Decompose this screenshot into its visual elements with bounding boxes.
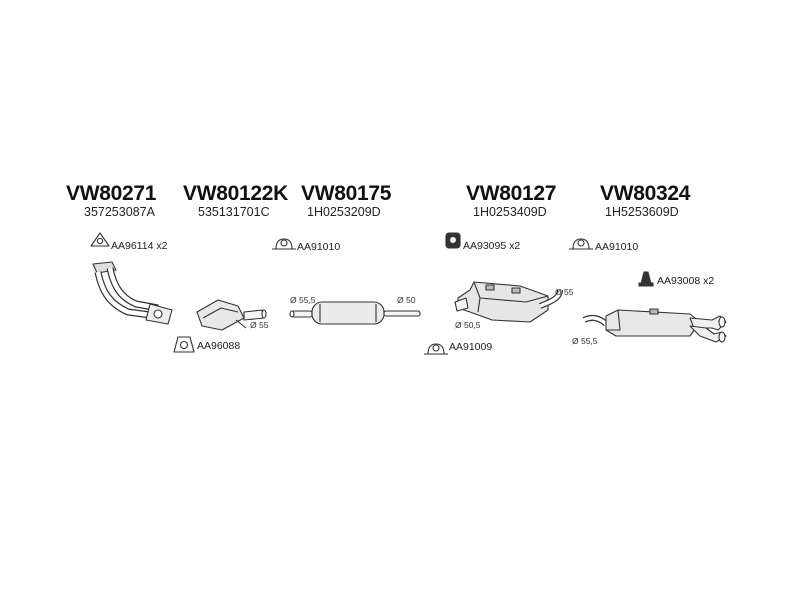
label-gasket-1: AA96114 x2	[111, 240, 168, 252]
rubber-mount-icon	[445, 232, 461, 249]
kit-oem-3: 1H0253209D	[307, 205, 381, 219]
kit-code-3: VW80175	[301, 182, 392, 205]
dim-mid-out: Ø 50	[397, 295, 416, 305]
label-clamp-3: AA91010	[595, 241, 639, 253]
clamp-icon-2	[424, 343, 448, 355]
gasket-icon-1	[90, 232, 110, 247]
label-rubber-mount: AA93095 x2	[463, 240, 521, 252]
kit-code-2: VW80122K	[183, 182, 288, 205]
dim-front-in: Ø 50,5	[455, 320, 481, 330]
kit-oem-4: 1H0253409D	[473, 205, 547, 219]
kit-oem-1: 357253087A	[84, 205, 155, 219]
kit-oem-2: 535131701C	[198, 205, 270, 219]
kit-code-1: VW80271	[66, 182, 157, 205]
clamp-icon-1	[272, 238, 296, 250]
middle-silencer	[289, 301, 421, 325]
label-clamp-1: AA91010	[297, 241, 341, 253]
dim-front-out: Ø 55	[555, 287, 574, 297]
dim-cat-out: Ø 55	[250, 320, 269, 330]
clamp-icon-3	[569, 238, 593, 250]
kit-code-5: VW80324	[600, 182, 691, 205]
label-hanger: AA93008 x2	[657, 275, 715, 287]
front-pipe	[92, 261, 173, 325]
label-clamp-2: AA91009	[449, 341, 493, 353]
gasket-icon-2	[173, 336, 195, 353]
kit-code-4: VW80127	[466, 182, 557, 205]
catalytic-converter	[196, 299, 267, 331]
label-gasket-2: AA96088	[197, 340, 241, 352]
dim-mid-in: Ø 55,5	[290, 295, 316, 305]
kit-oem-5: 1H5253609D	[605, 205, 679, 219]
front-silencer	[454, 281, 563, 323]
hanger-icon	[638, 271, 654, 287]
dim-rear-in: Ø 55,5	[572, 336, 598, 346]
rear-silencer	[582, 308, 727, 343]
